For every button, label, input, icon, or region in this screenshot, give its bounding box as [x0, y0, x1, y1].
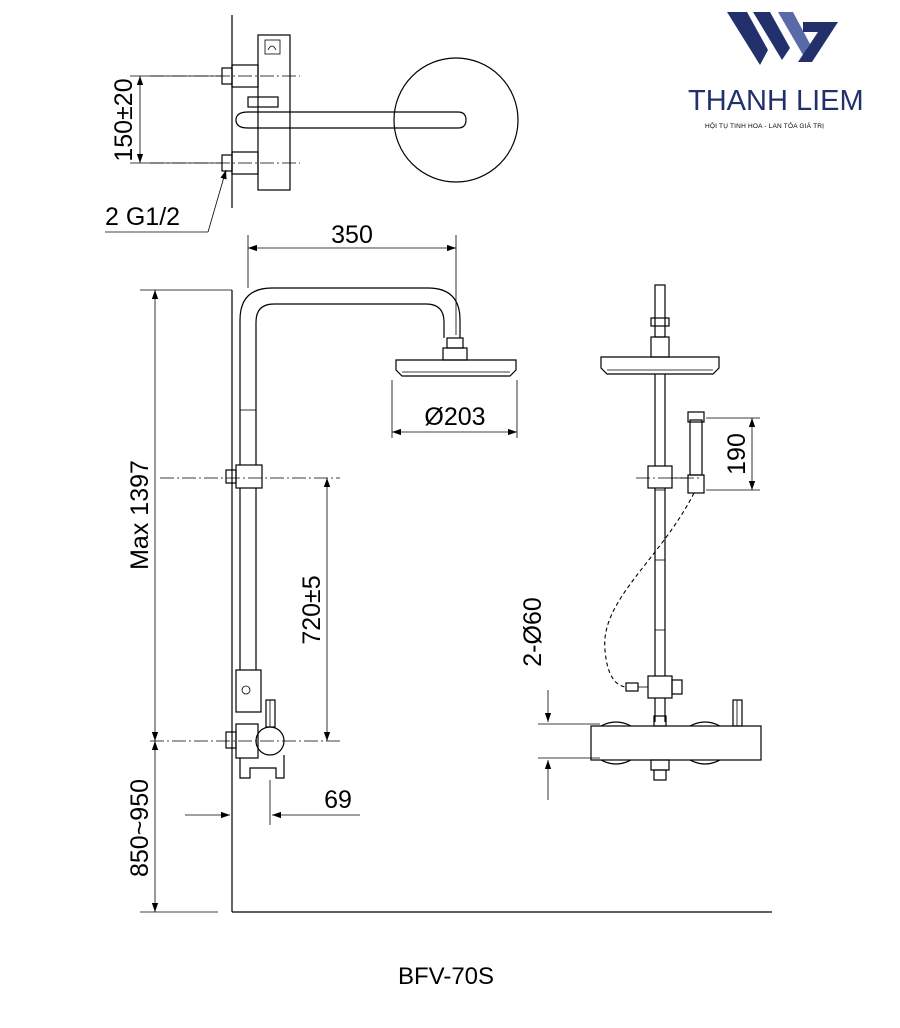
dim-max-height: Max 1397	[126, 460, 154, 570]
brand-logo: THANH LIEM HỘI TỤ TINH HOA - LAN TỎA GIÁ…	[688, 12, 864, 130]
logo-name: THANH LIEM	[688, 85, 864, 117]
dim-wall-offset: 69	[324, 786, 352, 814]
model-label: BFV-70S	[398, 963, 494, 990]
dim-head-diameter: Ø203	[424, 403, 485, 431]
dim-bracket-spacing: 720±5	[298, 575, 326, 644]
dim-hand-shower-length: 190	[723, 433, 751, 475]
side-view: 350 Ø203 Max 1397 720±5 850~950 69	[126, 221, 772, 913]
front-view: 190 2-Ø60	[519, 284, 762, 800]
logo-tagline: HỘI TỤ TINH HOA - LAN TỎA GIÁ TRỊ	[705, 121, 824, 130]
top-view: 150±20 2 G1/2	[105, 15, 519, 233]
dim-valve-diameter: 2-Ø60	[519, 597, 547, 666]
dim-inlet-thread: 2 G1/2	[105, 203, 180, 231]
dim-arm-length: 350	[331, 221, 373, 249]
dim-inlet-spacing: 150±20	[110, 78, 138, 161]
dim-mount-height: 850~950	[126, 779, 154, 877]
logo-mark-icon	[727, 12, 838, 65]
